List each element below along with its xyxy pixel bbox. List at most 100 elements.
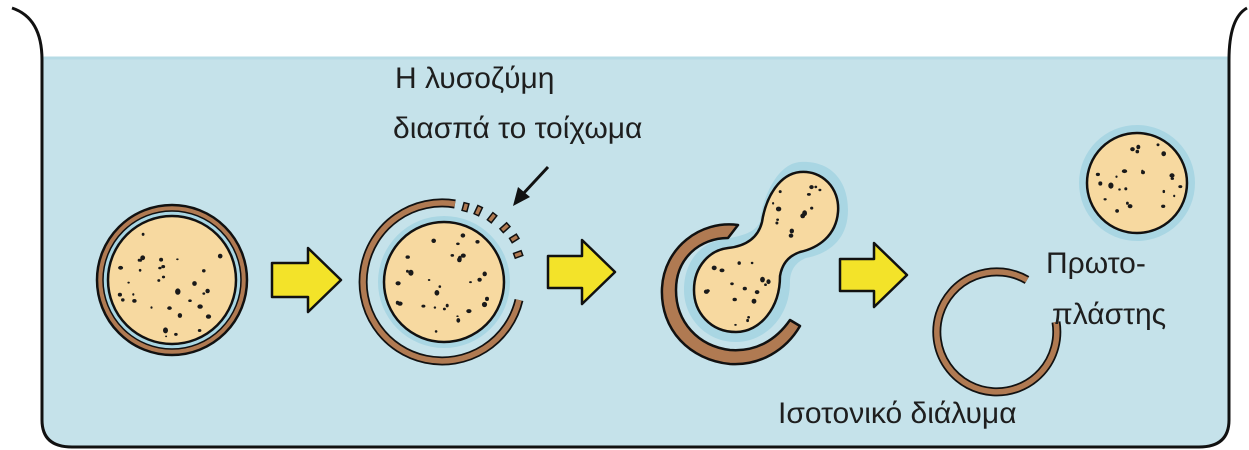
granule — [743, 287, 747, 291]
granule — [451, 254, 455, 257]
granule — [1136, 145, 1140, 150]
granule — [431, 239, 436, 243]
granule — [752, 299, 757, 304]
granule — [157, 279, 160, 282]
granule — [1171, 177, 1174, 180]
granule — [807, 193, 811, 196]
granule — [118, 266, 123, 270]
granule — [218, 254, 223, 259]
granule — [197, 304, 202, 308]
granule — [766, 279, 770, 284]
granule — [461, 233, 466, 237]
granule — [163, 327, 168, 333]
granule — [434, 306, 436, 308]
granule — [435, 290, 440, 296]
granule — [138, 259, 140, 262]
granule — [456, 315, 458, 317]
granule — [1163, 190, 1166, 193]
granule — [140, 255, 145, 260]
granule — [704, 290, 709, 294]
granule — [1115, 209, 1119, 213]
solution-label: Ισοτονικό διάλυμα — [778, 397, 1017, 431]
granule — [456, 243, 460, 246]
granule — [396, 281, 401, 285]
granule — [809, 185, 813, 189]
granule — [734, 324, 737, 326]
granule — [469, 281, 472, 283]
granule — [1130, 147, 1135, 151]
granule — [1169, 173, 1174, 177]
granule — [789, 234, 794, 238]
bacterial-cell-intact — [97, 205, 247, 355]
granule — [458, 256, 462, 261]
granule — [406, 255, 410, 258]
lysozyme-label-line1: Η λυσοζύμη — [395, 62, 555, 96]
granule — [1128, 204, 1133, 208]
granule — [482, 302, 487, 307]
granule — [475, 240, 479, 244]
granule — [178, 313, 182, 318]
granule — [406, 270, 409, 273]
granule — [121, 298, 125, 301]
granule — [158, 267, 161, 270]
granule — [764, 283, 767, 286]
granule — [142, 233, 145, 236]
granule — [397, 302, 402, 306]
granule — [1173, 195, 1175, 198]
granule — [198, 329, 202, 332]
granule — [802, 210, 807, 216]
granule — [1122, 169, 1127, 173]
granule — [1118, 188, 1121, 190]
granule — [408, 270, 413, 276]
granule — [192, 281, 197, 286]
granule — [772, 202, 774, 205]
granule — [202, 269, 206, 272]
granule — [118, 293, 122, 297]
granule — [746, 319, 749, 322]
granule — [1157, 143, 1160, 146]
granule — [733, 298, 737, 302]
granule — [443, 308, 446, 311]
protoplast-label-line1: Πρωτο- — [1046, 247, 1146, 281]
granule — [188, 299, 192, 302]
granule — [132, 293, 134, 296]
granule — [174, 333, 178, 336]
granule — [428, 279, 431, 281]
granule — [1115, 176, 1117, 178]
granule — [439, 285, 442, 288]
granule — [818, 189, 821, 191]
granule — [810, 207, 813, 210]
granule — [456, 318, 460, 323]
granule — [755, 290, 760, 294]
granule — [159, 258, 163, 262]
granule — [176, 258, 179, 260]
granule — [206, 314, 211, 318]
granule — [150, 306, 152, 309]
granule — [165, 336, 167, 338]
lysozyme-label-line2: διασπά το τοίχωμα — [393, 112, 642, 146]
granule — [775, 222, 778, 225]
granule — [1098, 181, 1102, 185]
granule — [1178, 185, 1182, 188]
granule — [720, 269, 725, 273]
granule — [779, 190, 782, 193]
granule — [132, 299, 136, 303]
granule — [1161, 151, 1166, 156]
granule — [730, 282, 734, 285]
granule — [127, 282, 129, 284]
granule — [747, 316, 750, 319]
protoplast — [1079, 125, 1195, 241]
granule — [1096, 173, 1100, 176]
granule — [1161, 205, 1165, 208]
granule — [205, 289, 209, 294]
granule — [162, 276, 165, 279]
granule — [139, 269, 142, 272]
protoplast-label-line2: πλάστης — [1052, 298, 1166, 332]
granule — [161, 265, 165, 268]
granule — [466, 309, 471, 313]
granule — [790, 229, 794, 234]
granule — [760, 277, 765, 283]
granule — [1124, 187, 1127, 190]
granule — [483, 272, 487, 277]
